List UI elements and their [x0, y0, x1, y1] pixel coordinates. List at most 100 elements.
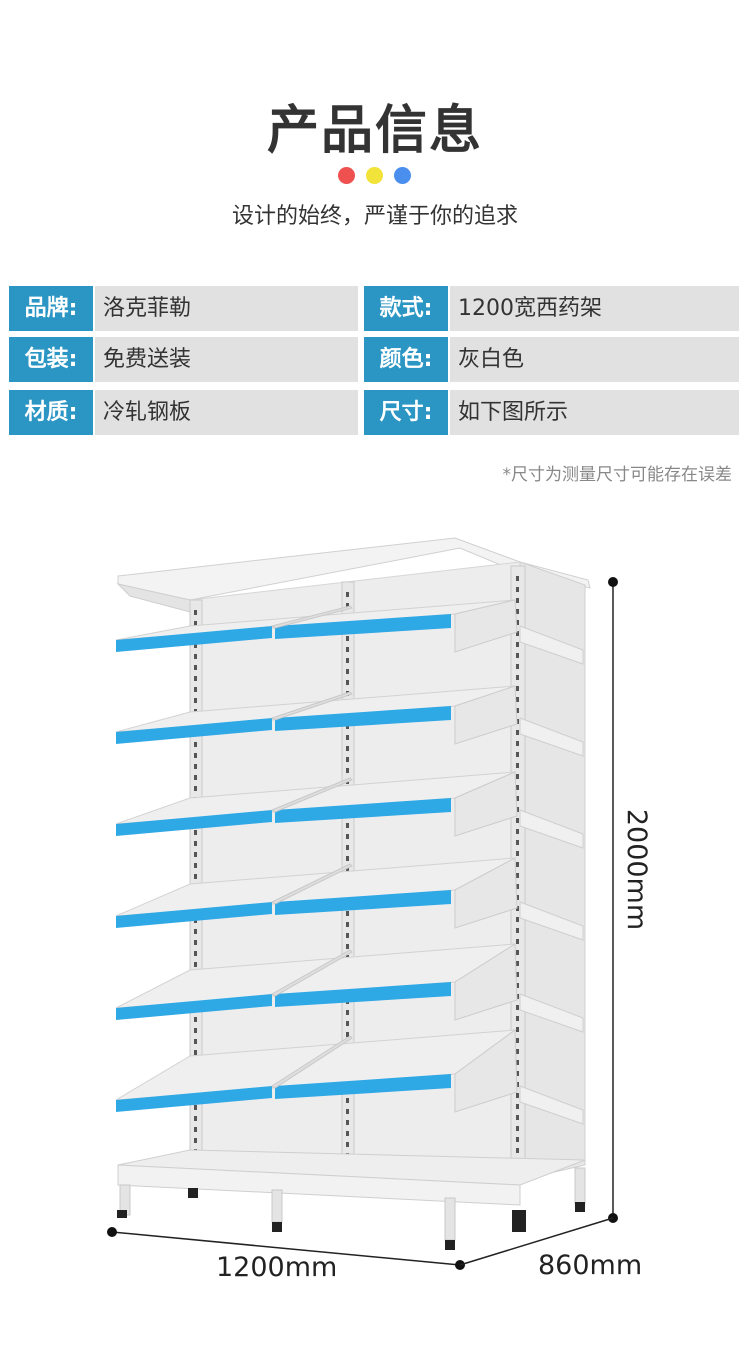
- upright-slot: [516, 862, 519, 867]
- upright-slot: [194, 940, 197, 945]
- upright-slot: [516, 1093, 519, 1098]
- upright-slot: [516, 675, 519, 680]
- upright-slot: [516, 1082, 519, 1087]
- upright-slot: [516, 972, 519, 977]
- dimension-endpoint: [107, 1227, 117, 1237]
- side-shelf: [519, 993, 584, 1033]
- shelf-price-strip: [116, 718, 272, 744]
- upright-slot: [516, 961, 519, 966]
- upright-slot: [346, 1131, 349, 1136]
- width-label: 1200mm: [216, 1252, 338, 1283]
- shelf-price-strip: [116, 1086, 272, 1112]
- upright-slot: [346, 768, 349, 773]
- shelf-tray-wall: [454, 1029, 518, 1113]
- spec-row: 包装: 免费送装 颜色: 灰白色: [9, 337, 739, 382]
- shelf-price-strip: [116, 902, 272, 928]
- shelf-foot: [575, 1202, 585, 1212]
- upright-slot: [346, 922, 349, 927]
- shelf-divider: [271, 1035, 353, 1089]
- shelf-price-strip: [275, 614, 451, 639]
- upright-slot: [516, 576, 519, 581]
- page-title: 产品信息: [266, 101, 483, 161]
- side-shelf: [519, 625, 584, 665]
- upright-slot: [346, 669, 349, 674]
- upright-slot: [194, 764, 197, 769]
- upright-slot: [346, 1021, 349, 1026]
- upright-slot: [516, 1137, 519, 1142]
- upright-slot: [516, 1115, 519, 1120]
- shelf-foot: [512, 1210, 526, 1232]
- upright-slot: [516, 939, 519, 944]
- upright-slot: [194, 1039, 197, 1044]
- upright-slot: [194, 1017, 197, 1022]
- shelf-divider: [270, 691, 353, 721]
- shelf-tray-wall: [454, 857, 518, 929]
- upright-slot: [346, 933, 349, 938]
- upright-slot: [516, 1027, 519, 1032]
- upright-slot: [516, 609, 519, 614]
- upright-slot: [346, 757, 349, 762]
- upright-slot: [516, 818, 519, 823]
- upright-slot: [194, 665, 197, 670]
- upright-slot: [516, 730, 519, 735]
- upright-slot: [194, 830, 197, 835]
- spec-label-brand: 品牌:: [9, 286, 93, 331]
- upright-slot: [346, 867, 349, 872]
- shelf-divider: [271, 949, 353, 997]
- upright-slot: [346, 1109, 349, 1114]
- upright-slot: [516, 763, 519, 768]
- upright-slot: [516, 917, 519, 922]
- spec-label-material: 材质:: [9, 390, 93, 435]
- shelf-tray-wall: [454, 943, 518, 1021]
- upright-slot: [194, 962, 197, 967]
- upright-slot: [516, 697, 519, 702]
- shelf-price-strip: [275, 890, 451, 915]
- upright-slot: [516, 1104, 519, 1109]
- shelf-foot: [117, 1210, 127, 1218]
- upright-slot: [516, 708, 519, 713]
- spec-row: 品牌: 洛克菲勒 款式: 1200宽西药架: [9, 286, 739, 331]
- upright-slot: [194, 753, 197, 758]
- upright-slot: [516, 829, 519, 834]
- upright-slot: [346, 1120, 349, 1125]
- spec-value-style: 1200宽西药架: [450, 286, 739, 331]
- shelf-foot: [445, 1240, 455, 1250]
- upright-slot: [516, 598, 519, 603]
- red-dot: [338, 167, 355, 184]
- upright-slot: [516, 664, 519, 669]
- side-shelf: [519, 1085, 584, 1125]
- shelf-leg: [444, 1197, 456, 1241]
- upright-slot: [194, 742, 197, 747]
- upright-slot: [516, 686, 519, 691]
- upright-slot: [516, 994, 519, 999]
- shelf-price-strip: [275, 1074, 451, 1099]
- spec-value-brand: 洛克菲勒: [95, 286, 358, 331]
- upright-slot: [516, 587, 519, 592]
- upright-slot: [346, 647, 349, 652]
- upright-slot: [516, 1005, 519, 1010]
- upright-slot: [346, 603, 349, 608]
- upright-slot: [516, 1126, 519, 1131]
- upright-slot: [516, 620, 519, 625]
- shelf-divider: [270, 863, 353, 905]
- spec-label-size: 尺寸:: [364, 390, 448, 435]
- upright-slot: [346, 834, 349, 839]
- shelf-leg: [574, 1167, 586, 1205]
- upright-slot: [516, 631, 519, 636]
- upright-slot: [194, 1138, 197, 1143]
- shelf-divider: [270, 777, 353, 813]
- spec-value-size: 如下图所示: [450, 390, 739, 435]
- spec-value-packaging: 免费送装: [95, 337, 358, 382]
- upright-slot: [346, 658, 349, 663]
- upright-slot: [346, 1032, 349, 1037]
- side-shelf: [519, 809, 584, 849]
- upright-slot: [516, 928, 519, 933]
- shelf-tiers: [115, 599, 584, 1125]
- upright-slot: [194, 775, 197, 780]
- shelf-price-strip: [275, 706, 451, 731]
- upright-slot: [516, 642, 519, 647]
- upright-slot: [194, 951, 197, 956]
- upright-slot: [516, 807, 519, 812]
- height-label: 2000mm: [621, 808, 653, 931]
